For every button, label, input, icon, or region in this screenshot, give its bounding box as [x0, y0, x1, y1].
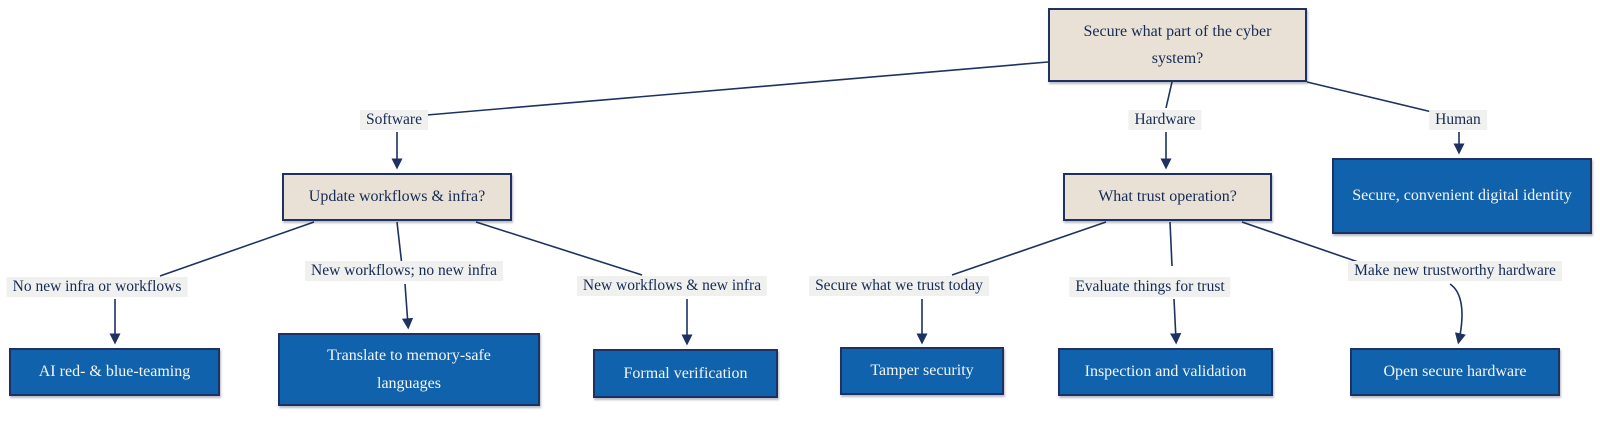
- edge-label-new-workflows-new-infra: New workflows & new infra: [576, 276, 768, 296]
- node-formal-verification: Formal verification: [593, 349, 778, 398]
- edge-label-no-new-infra: No new infra or workflows: [6, 277, 188, 297]
- node-inspection-validation: Inspection and validation: [1058, 348, 1273, 396]
- edge-label-secure-what-we-trust: Secure what we trust today: [809, 276, 989, 296]
- edge-label-new-workflows-no-infra: New workflows; no new infra: [305, 261, 503, 281]
- node-open-secure-hardware: Open secure hardware: [1350, 348, 1560, 396]
- edge-label-hardware: Hardware: [1128, 110, 1202, 130]
- node-memory-safe: Translate to memory-safe languages: [278, 333, 540, 406]
- edge-label-evaluate-for-trust: Evaluate things for trust: [1069, 277, 1231, 297]
- edge-label-software: Software: [360, 110, 428, 130]
- node-software-question: Update workflows & infra?: [282, 173, 512, 221]
- node-digital-identity: Secure, convenient digital identity: [1332, 158, 1592, 234]
- edge-label-human: Human: [1429, 110, 1487, 130]
- node-root-question: Secure what part of the cyber system?: [1048, 8, 1307, 82]
- edge-label-make-trustworthy-hardware: Make new trustworthy hardware: [1348, 261, 1562, 281]
- node-ai-teaming: AI red- & blue-teaming: [9, 348, 220, 396]
- node-hardware-question: What trust operation?: [1063, 173, 1272, 221]
- node-tamper-security: Tamper security: [840, 347, 1004, 395]
